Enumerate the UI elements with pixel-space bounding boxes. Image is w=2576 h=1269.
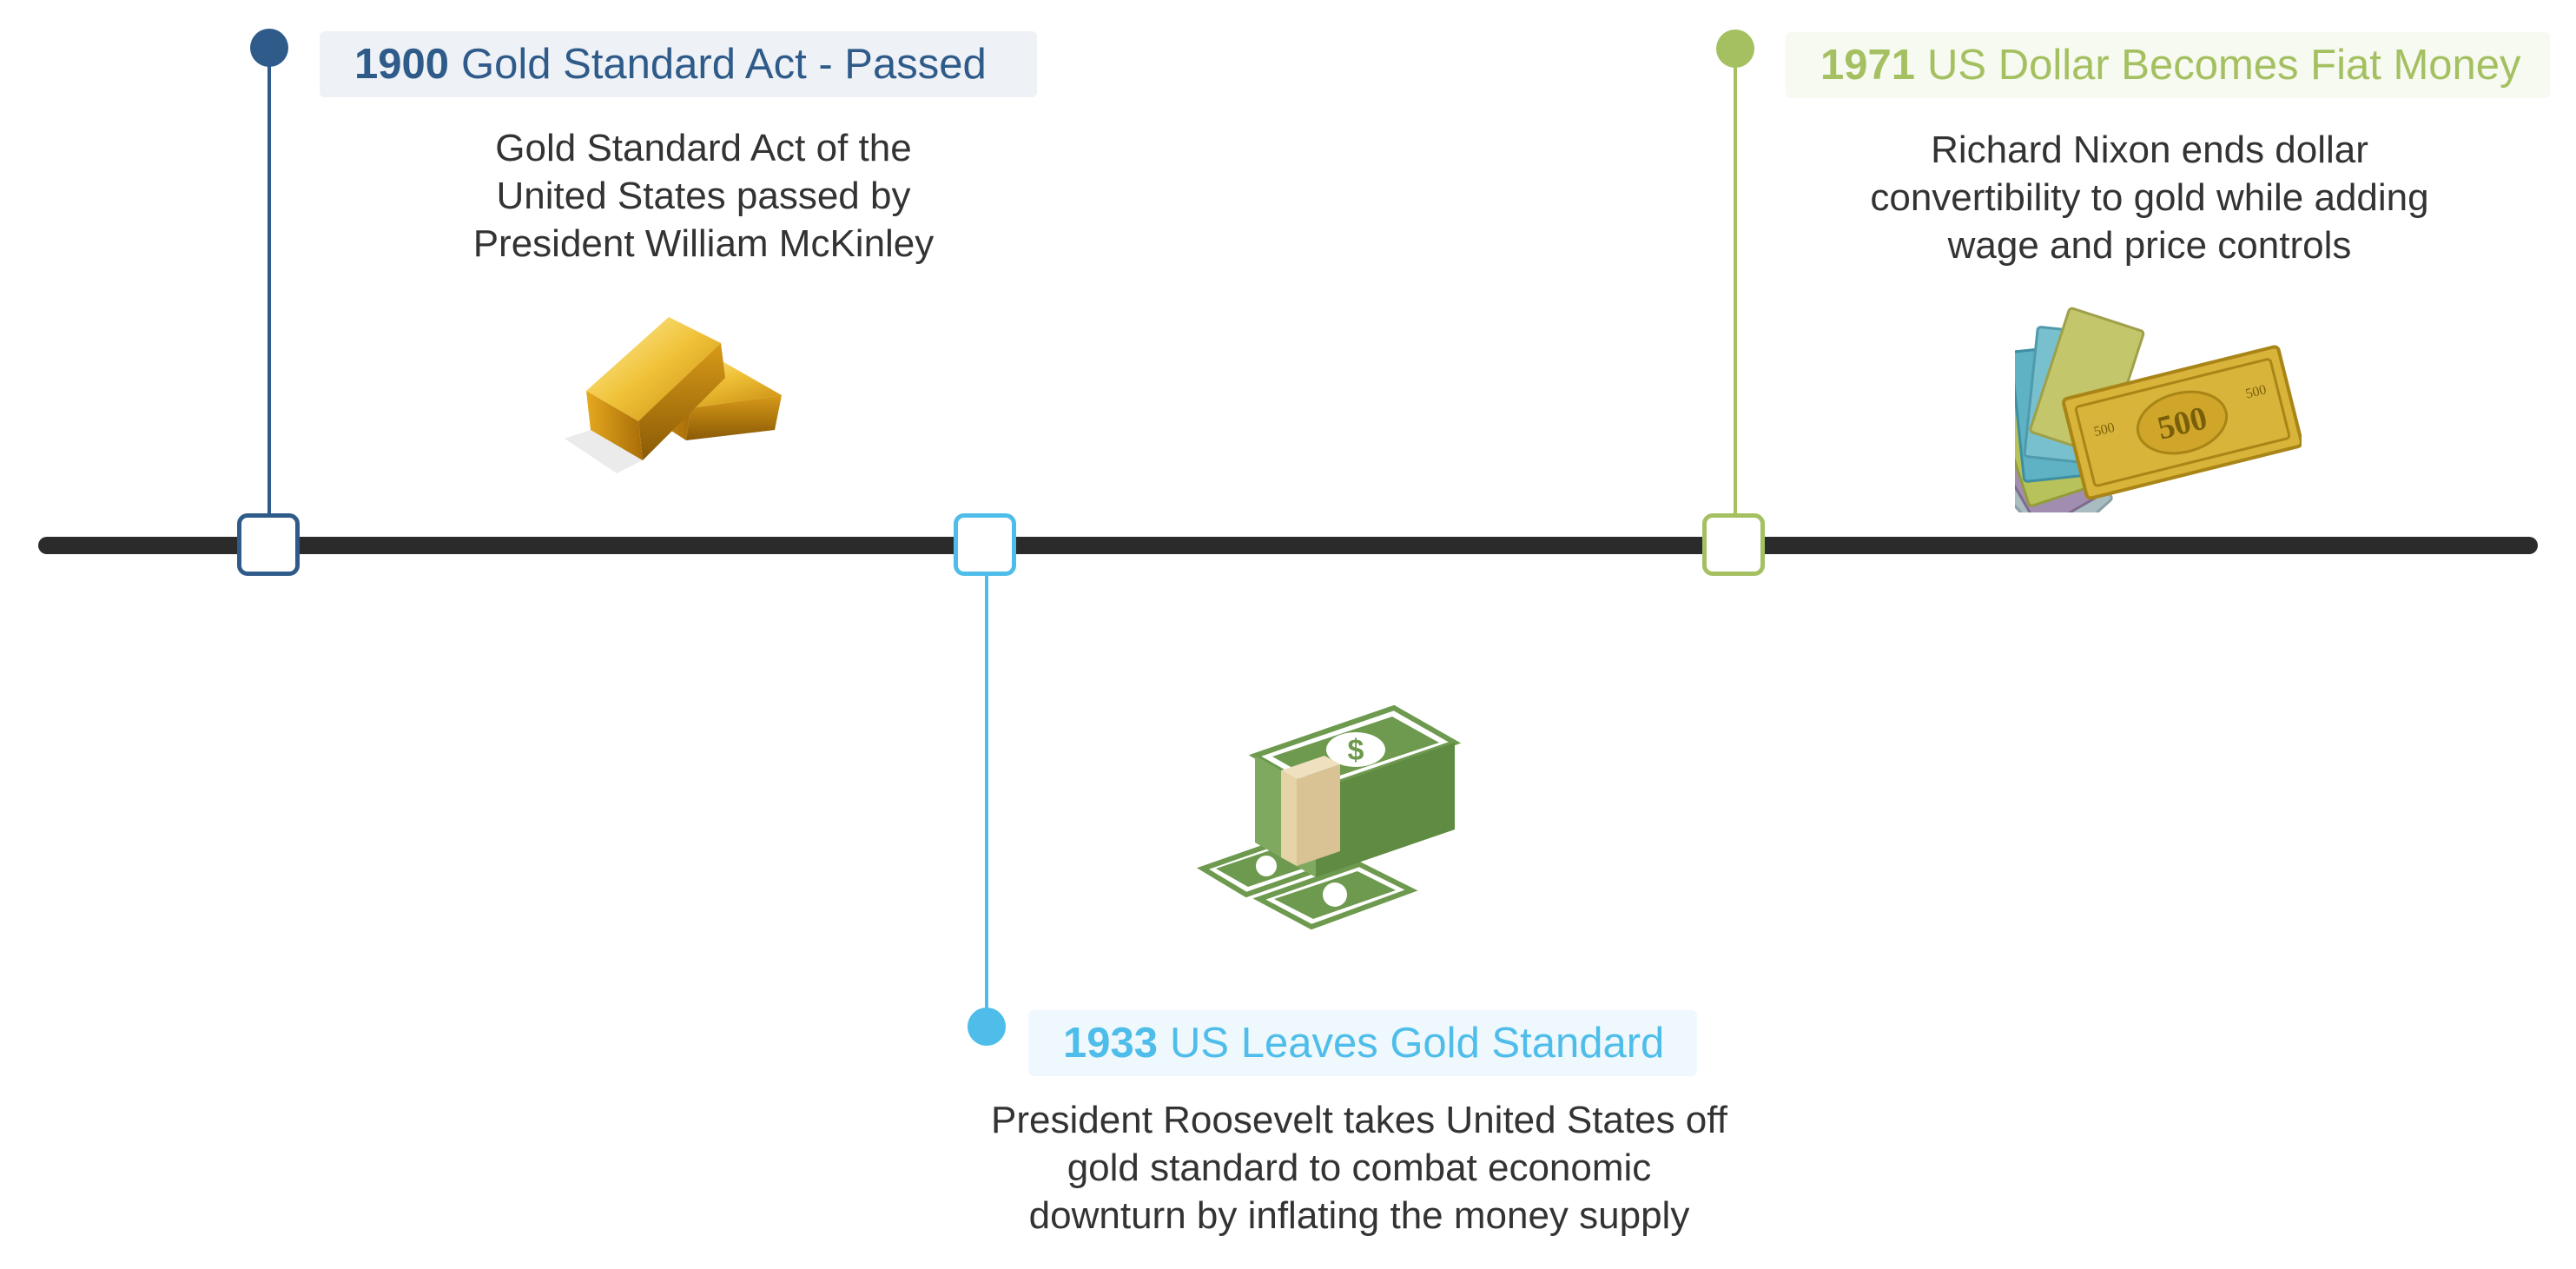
event-1900-title: 1900 Gold Standard Act - Passed [320, 31, 1037, 97]
event-1933-title-text: US Leaves Gold Standard [1170, 1020, 1665, 1067]
event-1971-title-text: US Dollar Becomes Fiat Money [1927, 42, 2521, 89]
gold-bars-icon [565, 317, 782, 473]
event-1900-connector [268, 48, 271, 515]
banknote-corner-value: 500 [2244, 382, 2268, 401]
event-1933-connector [985, 576, 988, 1028]
cash-stack-icon: $ [1196, 704, 1462, 930]
event-1900-title-text: Gold Standard Act - Passed [461, 41, 987, 88]
event-1971-connector [1734, 49, 1737, 515]
event-1971-marker [1702, 513, 1765, 576]
timeline-axis [38, 537, 2538, 554]
event-1933-dot [968, 1008, 1006, 1046]
event-1900-year: 1900 [354, 41, 450, 88]
event-1900-description: Gold Standard Act of the United States p… [472, 127, 935, 265]
event-1933-marker [954, 513, 1016, 576]
event-1971-year: 1971 [1820, 42, 1916, 89]
event-1971-title: 1971 US Dollar Becomes Fiat Money [1786, 32, 2550, 98]
svg-text:$: $ [1348, 734, 1364, 767]
event-1971-description: Richard Nixon ends dollar convertibility… [1870, 129, 2429, 267]
event-1933-year: 1933 [1063, 1020, 1159, 1067]
banknotes-fan-icon: 500 500 500 [2015, 307, 2302, 512]
event-1900-marker [237, 513, 300, 576]
event-1933-title: 1933 US Leaves Gold Standard [1028, 1010, 1697, 1076]
banknote-corner-value: 500 [2092, 420, 2116, 440]
event-1933-description: President Roosevelt takes United States … [991, 1099, 1727, 1237]
